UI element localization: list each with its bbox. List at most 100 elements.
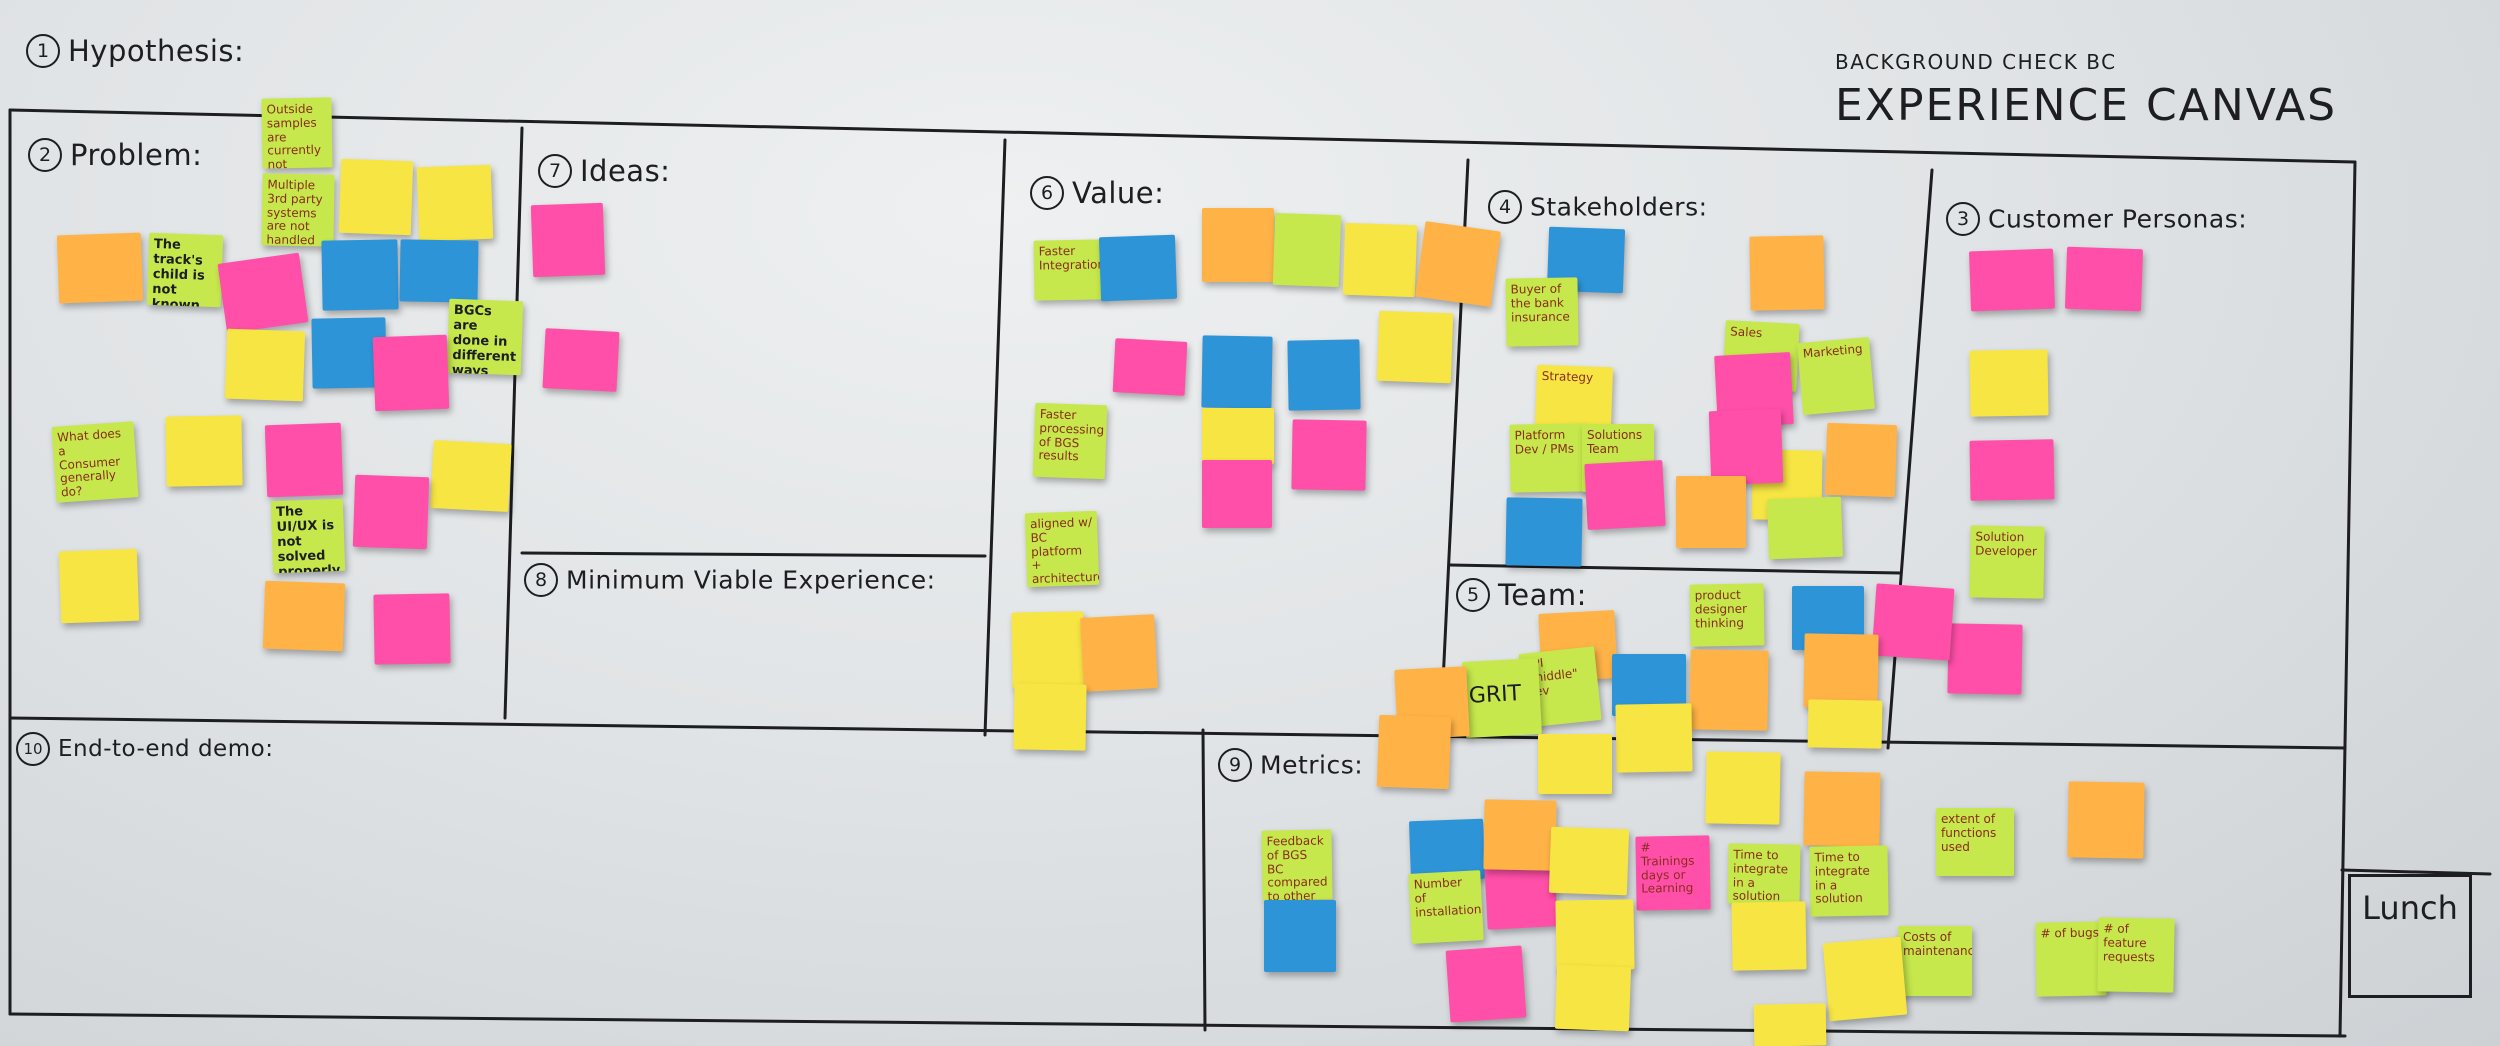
sticky-note	[1749, 235, 1825, 311]
section-label: Value:	[1072, 176, 1165, 210]
sticky-note	[1202, 208, 1274, 282]
section-number: 6	[1030, 176, 1064, 210]
section-label: Stakeholders:	[1530, 192, 1708, 222]
sticky-note	[1947, 623, 2023, 695]
sticky-note: Multiple 3rd party systems are not handl…	[261, 173, 335, 247]
sticky-note	[1824, 422, 1898, 498]
sticky-note	[58, 548, 140, 624]
sticky-note	[1201, 335, 1273, 409]
sticky-note	[1098, 234, 1178, 302]
sticky-note	[1807, 699, 1883, 749]
sticky-note: # of bugs	[2035, 921, 2107, 997]
sticky-note: Marketing	[1796, 336, 1876, 416]
sticky-note	[1554, 964, 1632, 1032]
sticky-note	[416, 164, 494, 242]
sticky-note: Strategy	[1534, 364, 1614, 432]
sticky-note	[1969, 439, 2055, 501]
section-number: 2	[28, 138, 62, 172]
sticky-note: aligned w/ BC platform + architecture	[1024, 510, 1100, 588]
section-number: 3	[1946, 202, 1980, 236]
sticky-note	[1376, 714, 1452, 790]
sticky-note: Feedback of BGS BC compared to other BCs	[1261, 829, 1333, 901]
sticky-note: Solution Developer	[1969, 525, 2045, 599]
section-stakeholders-header: 4 Stakeholders:	[1488, 190, 1708, 224]
sticky-note	[1272, 212, 1342, 288]
sticky-note	[1708, 408, 1784, 486]
sticky-note	[1013, 683, 1087, 751]
sticky-note	[2064, 246, 2144, 312]
sticky-note	[165, 415, 243, 487]
sticky-note: The UI/UX is not solved properly	[270, 498, 346, 574]
section-label: End-to-end demo:	[58, 736, 274, 762]
sticky-note	[1445, 945, 1527, 1023]
sticky-note	[1548, 826, 1630, 896]
section-label: Minimum Viable Experience:	[566, 565, 936, 595]
sticky-note	[217, 252, 309, 334]
section-number: 8	[524, 563, 558, 597]
sticky-note: # Trainings days or Learning	[1635, 835, 1711, 911]
sticky-note: The track's child is not known enough	[146, 232, 224, 308]
section-number: 1	[26, 34, 60, 68]
sticky-note	[1112, 338, 1188, 396]
sticky-note: BGCs are done in different ways today	[446, 298, 524, 376]
sticky-note: extent of functions used	[1936, 808, 2014, 876]
sticky-note: # of feature requests	[2097, 917, 2175, 993]
section-label: Problem:	[70, 138, 203, 172]
section-label: Team:	[1498, 578, 1587, 612]
canvas-main-title: EXPERIENCE CANVAS	[1835, 80, 2338, 131]
sticky-note	[262, 580, 346, 652]
section-label: Hypothesis:	[68, 34, 245, 68]
sticky-note	[530, 202, 606, 278]
sticky-note	[1871, 583, 1955, 661]
sticky-note	[1484, 860, 1558, 930]
sticky-note	[1342, 222, 1418, 298]
section-label: Metrics:	[1260, 750, 1364, 780]
sticky-note	[1264, 900, 1336, 972]
lunch-box: Lunch	[2348, 874, 2472, 998]
sticky-note	[542, 328, 620, 392]
sticky-note: Buyer of the bank insurance	[1505, 277, 1579, 347]
sticky-note	[1080, 614, 1158, 692]
sticky-note	[1483, 799, 1557, 871]
section-number: 7	[538, 154, 572, 188]
sticky-note	[1505, 497, 1583, 567]
sticky-note	[1584, 460, 1666, 530]
sticky-note: Faster processing of BGS results	[1032, 402, 1108, 480]
sticky-note	[1731, 901, 1807, 971]
sticky-note	[1676, 476, 1746, 548]
sticky-note	[56, 232, 144, 304]
canvas-subtitle: BACKGROUND CHECK BC	[1835, 50, 2117, 74]
sticky-note	[372, 334, 450, 412]
sticky-note	[1376, 310, 1454, 384]
sticky-note: Time to integrate in a solution	[1809, 845, 1889, 917]
sticky-note	[1803, 633, 1879, 709]
sticky-note	[430, 440, 512, 512]
sticky-note	[1287, 339, 1361, 411]
sticky-note	[224, 328, 306, 402]
sticky-note	[1202, 460, 1272, 528]
sticky-note: Faster Integration	[1033, 239, 1105, 301]
section-label: Customer Personas:	[1988, 204, 2248, 234]
sticky-note	[1753, 1003, 1827, 1046]
section-number: 5	[1456, 578, 1490, 612]
sticky-note	[1555, 899, 1635, 971]
sticky-note	[1202, 408, 1274, 464]
section-mve-header: 8 Minimum Viable Experience:	[524, 563, 936, 597]
sticky-note	[1538, 734, 1612, 794]
sticky-note	[373, 593, 451, 665]
sticky-note	[1822, 936, 1908, 1022]
sticky-note	[264, 422, 344, 498]
sticky-note	[1689, 649, 1769, 731]
section-personas-header: 3 Customer Personas:	[1946, 202, 2247, 236]
section-number: 4	[1488, 190, 1522, 224]
sticky-note	[1291, 419, 1367, 491]
section-number: 10	[16, 732, 50, 766]
sticky-note: product designer thinking	[1689, 583, 1765, 647]
